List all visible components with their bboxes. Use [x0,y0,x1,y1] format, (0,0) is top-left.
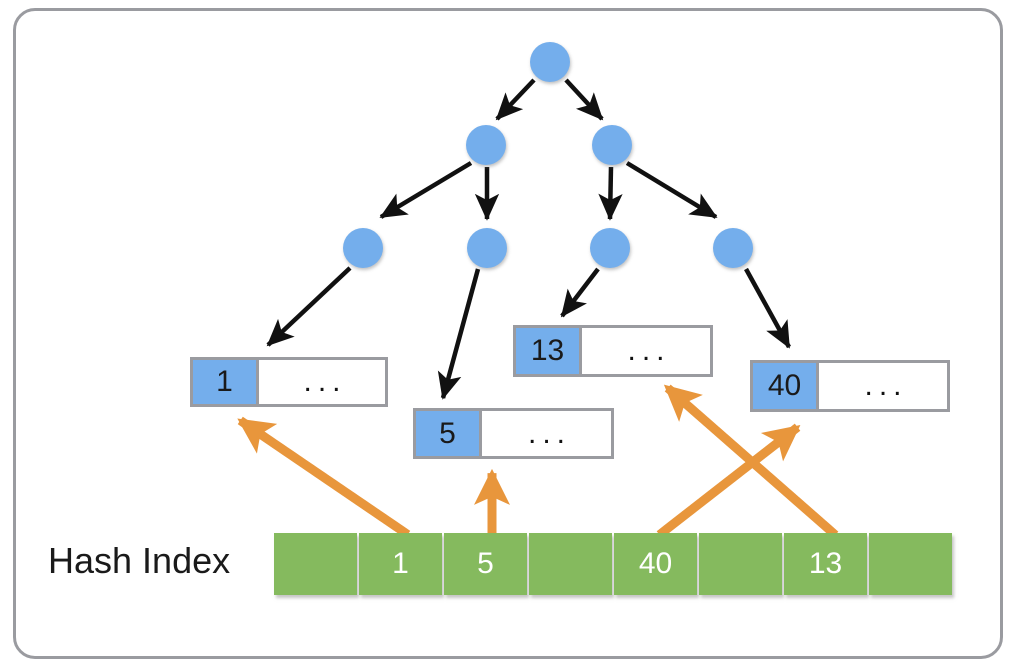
tree-edge-l2-record5 [437,268,481,400]
hash-cell-0[interactable] [274,533,357,595]
tree-node-root[interactable] [530,42,570,82]
tree-node-inner-1[interactable] [466,125,506,165]
record-box-5[interactable]: 5 ... [413,408,614,459]
hash-pointer-13 [663,383,839,539]
tree-node-leaf-1[interactable] [343,228,383,268]
tree-node-leaf-2[interactable] [467,228,507,268]
tree-edge-n2-l4 [625,161,718,219]
record-rest-5: ... [482,411,611,456]
tree-edge-root-n2 [564,78,604,121]
tree-edge-n1-l1 [379,161,473,219]
hash-pointer-group [237,383,839,539]
record-key-40: 40 [753,363,819,409]
hash-cell-6[interactable]: 13 [784,533,867,595]
tree-edge-n2-l3 [598,166,623,221]
record-key-1: 1 [193,360,259,404]
hash-pointer-1 [237,416,411,539]
tree-node-leaf-3[interactable] [590,228,630,268]
record-rest-40: ... [819,363,947,409]
record-key-5: 5 [416,411,482,456]
tree-edge-group [266,78,791,400]
tree-edge-l4-record40 [744,267,791,349]
record-box-40[interactable]: 40 ... [750,360,950,412]
tree-node-inner-2[interactable] [592,125,632,165]
hash-cell-4[interactable]: 40 [614,533,697,595]
record-key-13: 13 [516,328,582,374]
hash-index-label: Hash Index [48,540,231,581]
tree-edge-l1-record1 [266,266,352,347]
hash-pointer-40 [656,423,801,539]
record-rest-13: ... [582,328,710,374]
hash-index-bar: 1 5 40 13 [274,533,952,595]
record-box-13[interactable]: 13 ... [513,325,713,377]
tree-edge-l3-record13 [560,267,600,318]
tree-node-leaf-4[interactable] [713,228,753,268]
hash-cell-2[interactable]: 5 [444,533,527,595]
tree-edge-root-n1 [495,78,536,121]
hash-cell-5[interactable] [699,533,782,595]
record-box-1[interactable]: 1 ... [190,357,388,407]
hash-cell-3[interactable] [529,533,612,595]
hash-cell-1[interactable]: 1 [359,533,442,595]
hash-cell-7[interactable] [869,533,952,595]
record-rest-1: ... [259,360,385,404]
